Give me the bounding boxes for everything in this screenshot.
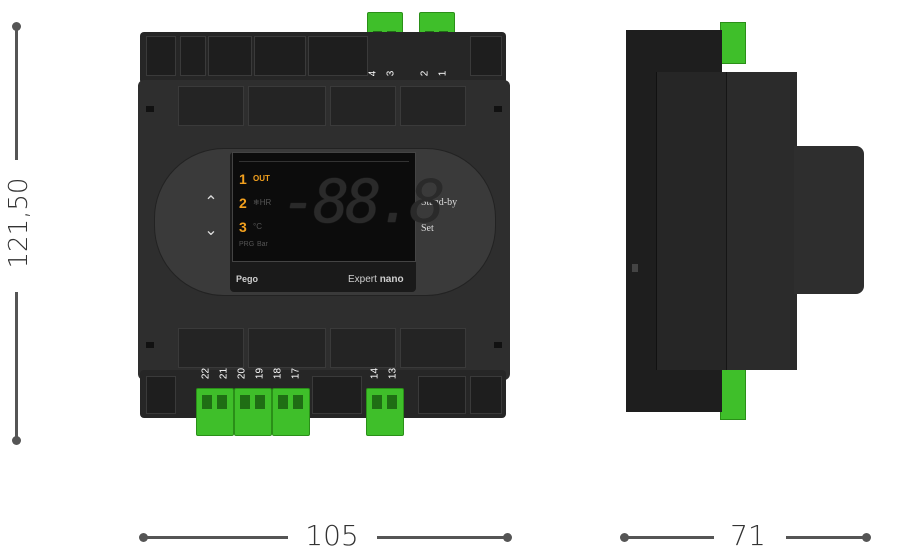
display-window: 1 OUT 2 ❄HR 3 °C PRG Bar -88.8 Pego Expe…: [230, 152, 446, 292]
terminal-number: 14: [369, 367, 381, 380]
dimension-line: [377, 536, 507, 539]
dimension-end-dot: [12, 436, 21, 445]
terminal-number: 21: [218, 367, 230, 380]
side-display-bezel: [794, 146, 864, 294]
bottom-terminal-block: [366, 388, 404, 436]
terminal-number: 20: [236, 367, 248, 380]
seven-segment-display: -88.8: [281, 167, 446, 237]
device-side-view: [626, 20, 866, 420]
top-connector-strip: [140, 32, 506, 84]
dimension-end-dot: [503, 533, 512, 542]
terminal-number: 18: [272, 367, 284, 380]
model-suffix: nano: [379, 274, 404, 285]
prg-label: PRG: [239, 241, 255, 248]
side-body-front: [726, 72, 797, 370]
dimension-line: [15, 292, 18, 439]
bar-label: Bar: [257, 241, 268, 248]
model-name: Expert nano: [348, 274, 404, 285]
dimension-line: [15, 26, 18, 160]
indicator-number: 1: [239, 171, 247, 187]
front-width-label: 105: [305, 519, 359, 552]
dimension-line: [624, 536, 714, 539]
height-label: 121,50: [4, 177, 34, 269]
bottom-terminal-block: [234, 388, 272, 436]
side-body-mid: [656, 72, 729, 370]
terminal-number: 4: [367, 70, 379, 77]
dimension-line: [786, 536, 866, 539]
bottom-terminal-block: [196, 388, 234, 436]
indicator-number: 2: [239, 195, 247, 211]
indicator-label: OUT: [253, 174, 270, 183]
model-prefix: Expert: [348, 274, 377, 285]
terminal-number: 13: [387, 367, 399, 380]
side-clip: [632, 264, 638, 272]
terminal-number: 3: [385, 70, 397, 77]
device-front-view: 4 3 2 1 ⌃ ⌄ Stand-by Set 1 OUT: [138, 10, 510, 440]
brand-logo: Pego: [236, 274, 259, 284]
bottom-terminal-block: [272, 388, 310, 436]
lcd-screen: 1 OUT 2 ❄HR 3 °C PRG Bar -88.8: [232, 152, 446, 262]
indicator-label: ❄HR: [253, 198, 272, 207]
indicator-number: 3: [239, 219, 247, 235]
dimension-end-dot: [862, 533, 871, 542]
terminal-number: 1: [437, 70, 449, 77]
indicator-label: °C: [253, 222, 262, 231]
set-key[interactable]: Set: [421, 223, 434, 234]
terminal-number: 2: [419, 70, 431, 77]
terminal-number: 19: [254, 367, 266, 380]
side-width-label: 71: [730, 519, 766, 552]
dimension-line: [143, 536, 288, 539]
standby-key[interactable]: Stand-by: [421, 197, 458, 208]
bottom-connector-strip: [140, 370, 506, 418]
up-arrow-key[interactable]: ⌃: [204, 194, 218, 211]
terminal-number: 22: [200, 367, 212, 380]
down-arrow-key[interactable]: ⌄: [204, 222, 218, 239]
terminal-number: 17: [290, 367, 302, 380]
side-terminal-top: [720, 22, 746, 64]
